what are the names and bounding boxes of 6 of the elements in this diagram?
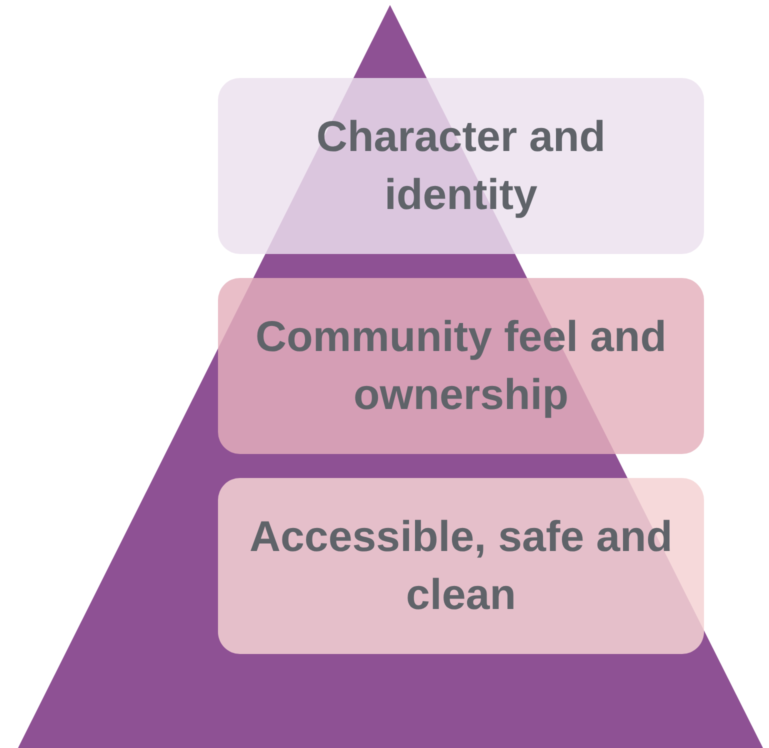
level-label: Character and identity — [315, 112, 607, 221]
level-label: Community feel and ownership — [254, 312, 668, 421]
level-box — [218, 278, 704, 454]
level-label: Accessible, safe and clean — [248, 512, 674, 621]
level-box — [218, 78, 704, 254]
level-box — [218, 478, 704, 654]
